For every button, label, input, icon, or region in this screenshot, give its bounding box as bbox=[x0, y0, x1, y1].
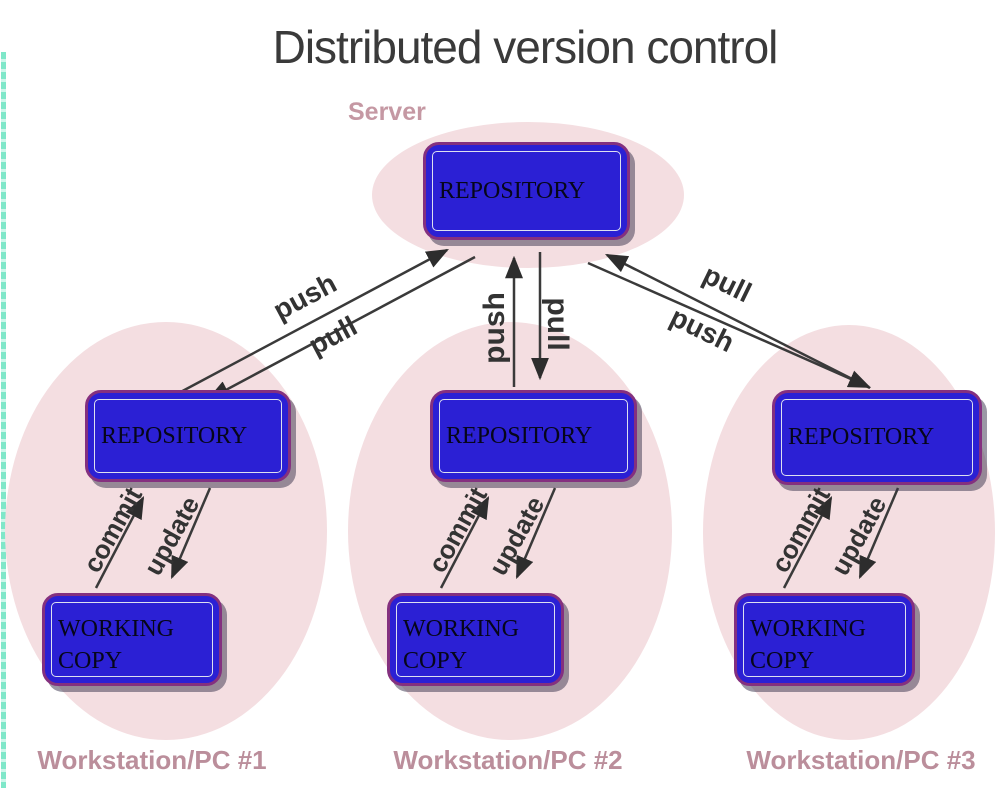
workstation-3-repository-label: REPOSITORY bbox=[788, 424, 935, 451]
server-repository-label: REPOSITORY bbox=[439, 177, 586, 204]
workstation-2-working-copy-inner-frame: WORKING COPY bbox=[396, 602, 555, 677]
arrow-update-1 bbox=[170, 487, 212, 580]
workstation-1-repository-box: REPOSITORY bbox=[85, 390, 291, 482]
workstation-2-repository-label: REPOSITORY bbox=[446, 422, 593, 449]
workstation-1-repository-inner-frame: REPOSITORY bbox=[94, 399, 282, 473]
arrow-push-left bbox=[159, 248, 449, 405]
arrow-commit-3 bbox=[782, 496, 833, 589]
arrow-commit-2 bbox=[439, 496, 490, 589]
left-edge-strip bbox=[1, 52, 6, 788]
workstation-3-repository-inner-frame: REPOSITORY bbox=[781, 399, 973, 476]
workstation-2-repository-inner-frame: REPOSITORY bbox=[439, 399, 628, 473]
push-label-center: push bbox=[478, 292, 511, 364]
workstation-1-repository-label: REPOSITORY bbox=[101, 422, 248, 449]
workstation-2-working-copy-box: WORKING COPY bbox=[387, 593, 564, 686]
workstation-3-working-copy-label: WORKING COPY bbox=[750, 616, 866, 675]
arrow-pull-right bbox=[587, 261, 872, 389]
workstation-1-working-copy-label: WORKING COPY bbox=[58, 616, 174, 675]
diagram-title: Distributed version control bbox=[272, 21, 779, 73]
arrow-commit-1 bbox=[94, 496, 145, 589]
pull-label-center: pull bbox=[541, 297, 574, 351]
workstation-1-working-copy-box: WORKING COPY bbox=[42, 593, 222, 686]
arrow-pull-left bbox=[207, 255, 476, 401]
workstation-1-working-copy-inner-frame: WORKING COPY bbox=[51, 602, 213, 677]
workstation-2-caption: Workstation/PC #2 bbox=[393, 745, 623, 775]
workstation-3-caption: Workstation/PC #3 bbox=[746, 745, 976, 775]
workstation-3-working-copy-box: WORKING COPY bbox=[734, 593, 915, 686]
workstation-1-caption: Workstation/PC #1 bbox=[37, 745, 267, 775]
workstation-2-working-copy-label: WORKING COPY bbox=[403, 616, 519, 675]
server-repository-box: REPOSITORY bbox=[423, 142, 630, 240]
workstation-3-repository-box: REPOSITORY bbox=[772, 390, 982, 485]
arrow-push-right bbox=[604, 253, 871, 390]
arrow-update-2 bbox=[515, 487, 557, 580]
server-repository-inner-frame: REPOSITORY bbox=[432, 151, 621, 231]
workstation-2-repository-box: REPOSITORY bbox=[430, 390, 637, 482]
server-group-label: Server bbox=[348, 98, 426, 126]
arrow-update-3 bbox=[858, 487, 900, 580]
workstation-3-working-copy-inner-frame: WORKING COPY bbox=[743, 602, 906, 677]
